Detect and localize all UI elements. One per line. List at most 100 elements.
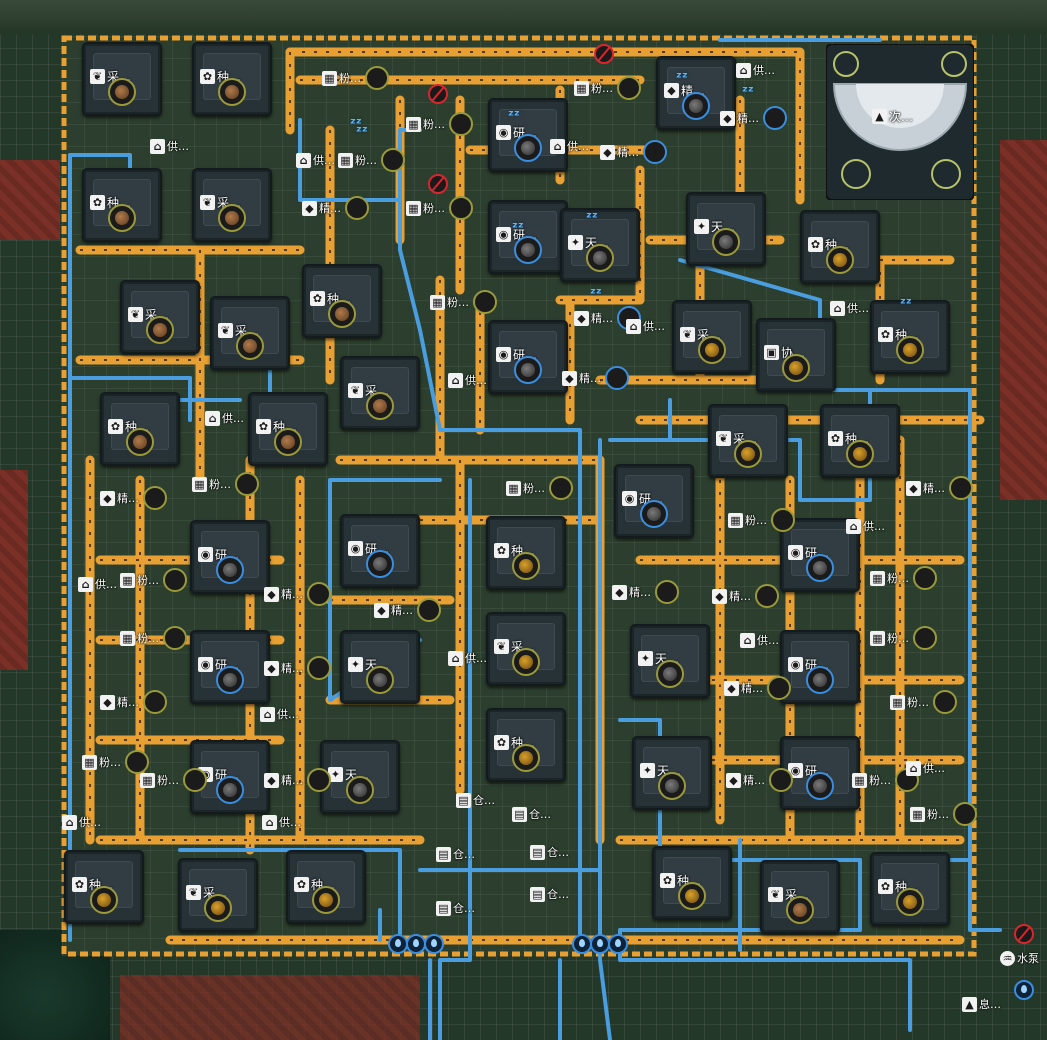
water-pipe[interactable] <box>598 438 612 1040</box>
machine-supply[interactable]: ⌂ 供… <box>296 152 335 168</box>
building-grinder[interactable]: ◉ 研… <box>190 520 270 594</box>
building-planter[interactable]: ✿ 种… <box>302 264 382 338</box>
machine-supply[interactable]: ⌂ 供… <box>626 318 665 334</box>
machine-supply[interactable]: ⌂ 供… <box>78 576 117 592</box>
building-leaf-harvester[interactable]: ❦ 采… <box>120 280 200 354</box>
building-protocol[interactable]: ▣ 协… <box>756 318 836 392</box>
building-leaf-harvester[interactable]: ❦ 采… <box>178 858 258 932</box>
machine-supply[interactable]: ⌂ 供… <box>550 138 589 154</box>
building-grinder[interactable]: ◉ 研… <box>340 514 420 588</box>
machine-crusher[interactable]: ▦ 粉… <box>82 750 149 774</box>
machine-refiner[interactable]: ◆ 精… <box>264 582 331 606</box>
machine-storage[interactable]: ▤ 仓… <box>530 844 569 860</box>
machine-supply[interactable]: ⌂ 供… <box>448 650 487 666</box>
machine-refiner[interactable]: ◆ 精… <box>612 580 679 604</box>
machine-crusher[interactable]: ▦ 粉… <box>406 196 473 220</box>
machine-crusher[interactable]: ▦ 粉… <box>406 112 473 136</box>
building-planter[interactable]: ✿ 种… <box>100 392 180 466</box>
machine-storage[interactable]: ▤ 仓… <box>436 900 475 916</box>
machine-refiner[interactable]: ◆ 精… <box>726 768 793 792</box>
building-leaf-harvester[interactable]: ❦ 采… <box>340 356 420 430</box>
water-pipe[interactable] <box>968 858 1002 932</box>
building-grinder[interactable]: ◉ 研… <box>488 320 568 394</box>
machine-crusher[interactable]: ▦ 粉… <box>728 508 795 532</box>
machine-storage[interactable]: ▤ 仓… <box>530 886 569 902</box>
water-pipe[interactable] <box>178 848 402 942</box>
machine-storage[interactable]: ▤ 仓… <box>456 792 495 808</box>
machine-crusher[interactable]: ▦ 粉… <box>338 148 405 172</box>
machine-supply[interactable]: ⌂ 供… <box>150 138 189 154</box>
water-pipe[interactable] <box>68 153 132 172</box>
machine-crusher[interactable]: ▦ 粉… <box>910 802 977 826</box>
building-leaf-harvester[interactable]: ❦ 采… <box>486 612 566 686</box>
machine-crusher[interactable]: ▦ 粉… <box>322 66 389 90</box>
building-grinder[interactable]: ◉ 研… <box>488 98 568 172</box>
building-leaf-harvester[interactable]: ❦ 采… <box>760 860 840 934</box>
machine-supply[interactable]: ⌂ 供… <box>906 760 945 776</box>
water-pipe[interactable] <box>398 128 582 942</box>
building-planter[interactable]: ✿ 种… <box>82 168 162 242</box>
water-pipe[interactable] <box>438 478 472 1040</box>
building-leaf-harvester[interactable]: ❦ 采… <box>82 42 162 116</box>
machine-crusher[interactable]: ▦ 粉… <box>120 626 187 650</box>
machine-refiner[interactable]: ◆ 精… <box>562 366 629 390</box>
machine-supply[interactable]: ⌂ 供… <box>205 410 244 426</box>
machine-refiner[interactable]: ◆ 精… <box>724 676 791 700</box>
machine-crusher[interactable]: ▦ 粉… <box>120 568 187 592</box>
building-planter[interactable]: ✿ 种… <box>870 300 950 374</box>
machine-supply[interactable]: ⌂ 供… <box>740 632 779 648</box>
machine-refiner[interactable]: ◆ 精… <box>100 690 167 714</box>
machine-refiner[interactable]: ◆ 精… <box>302 196 369 220</box>
machine-supply[interactable]: ⌂ 供… <box>62 814 101 830</box>
machine-crusher[interactable]: ▦ 粉… <box>430 290 497 314</box>
machine-supply[interactable]: ⌂ 供… <box>260 706 299 722</box>
water-pump[interactable]: ♒ 水泵 <box>1000 950 1039 966</box>
building-planter[interactable]: ✿ 种… <box>64 850 144 924</box>
machine-crusher[interactable]: ▦ 粉… <box>890 690 957 714</box>
machine-supply[interactable]: ⌂ 供… <box>448 372 487 388</box>
building-astral[interactable]: ✦ 天… <box>560 208 640 282</box>
machine-supply[interactable]: ⌂ 供… <box>846 518 885 534</box>
building-planter[interactable]: ✿ 种… <box>248 392 328 466</box>
building-leaf-harvester[interactable]: ❦ 采… <box>210 296 290 370</box>
building-astral[interactable]: ✦ 天… <box>340 630 420 704</box>
building-grinder[interactable]: ◉ 研… <box>190 630 270 704</box>
building-leaf-harvester[interactable]: ❦ 采… <box>192 168 272 242</box>
building-astral[interactable]: ✦ 天… <box>630 624 710 698</box>
building-planter[interactable]: ✿ 种… <box>800 210 880 284</box>
machine-refiner[interactable]: ◆ 精… <box>264 768 331 792</box>
machine-crusher[interactable]: ▦ 粉… <box>140 768 207 792</box>
building-planter[interactable]: ✿ 种… <box>486 708 566 782</box>
small-building[interactable]: ▲ 息… <box>962 996 1001 1012</box>
machine-crusher[interactable]: ▦ 粉… <box>870 626 937 650</box>
machine-crusher[interactable]: ▦ 粉… <box>192 472 259 496</box>
machine-supply[interactable]: ⌂ 供… <box>736 62 775 78</box>
stellar-core-building[interactable]: ▲ 次… <box>825 43 975 201</box>
machine-refiner[interactable]: ◆ 精… <box>906 476 973 500</box>
building-planter[interactable]: ✿ 种… <box>870 852 950 926</box>
building-planter[interactable]: ✿ 种… <box>286 850 366 924</box>
building-astral[interactable]: ✦ 天… <box>632 736 712 810</box>
machine-refiner[interactable]: ◆ 精… <box>264 656 331 680</box>
building-planter[interactable]: ✿ 种… <box>820 404 900 478</box>
building-planter[interactable]: ✿ 种… <box>192 42 272 116</box>
machine-refiner[interactable]: ◆ 精… <box>712 584 779 608</box>
machine-crusher[interactable]: ▦ 粉… <box>506 476 573 500</box>
building-astral[interactable]: ✦ 天… <box>320 740 400 814</box>
machine-crusher[interactable]: ▦ 粉… <box>574 76 641 100</box>
machine-refiner[interactable]: ◆ 精… <box>100 486 167 510</box>
building-grinder[interactable]: ◉ 研… <box>190 740 270 814</box>
building-planter[interactable]: ✿ 种… <box>486 516 566 590</box>
machine-crusher[interactable]: ▦ 粉… <box>870 566 937 590</box>
building-grinder[interactable]: ◉ 研… <box>614 464 694 538</box>
building-grinder[interactable]: ◉ 研… <box>780 630 860 704</box>
building-leaf-harvester[interactable]: ❦ 采… <box>708 404 788 478</box>
machine-refiner[interactable]: ◆ 精… <box>600 140 667 164</box>
building-grinder[interactable]: ◉ 研… <box>780 736 860 810</box>
building-grinder[interactable]: ◉ 研… <box>488 200 568 274</box>
machine-refiner[interactable]: ◆ 精… <box>374 598 441 622</box>
machine-supply[interactable]: ⌂ 供… <box>262 814 301 830</box>
machine-refiner[interactable]: ◆ 精… <box>720 106 787 130</box>
machine-storage[interactable]: ▤ 仓… <box>512 806 551 822</box>
